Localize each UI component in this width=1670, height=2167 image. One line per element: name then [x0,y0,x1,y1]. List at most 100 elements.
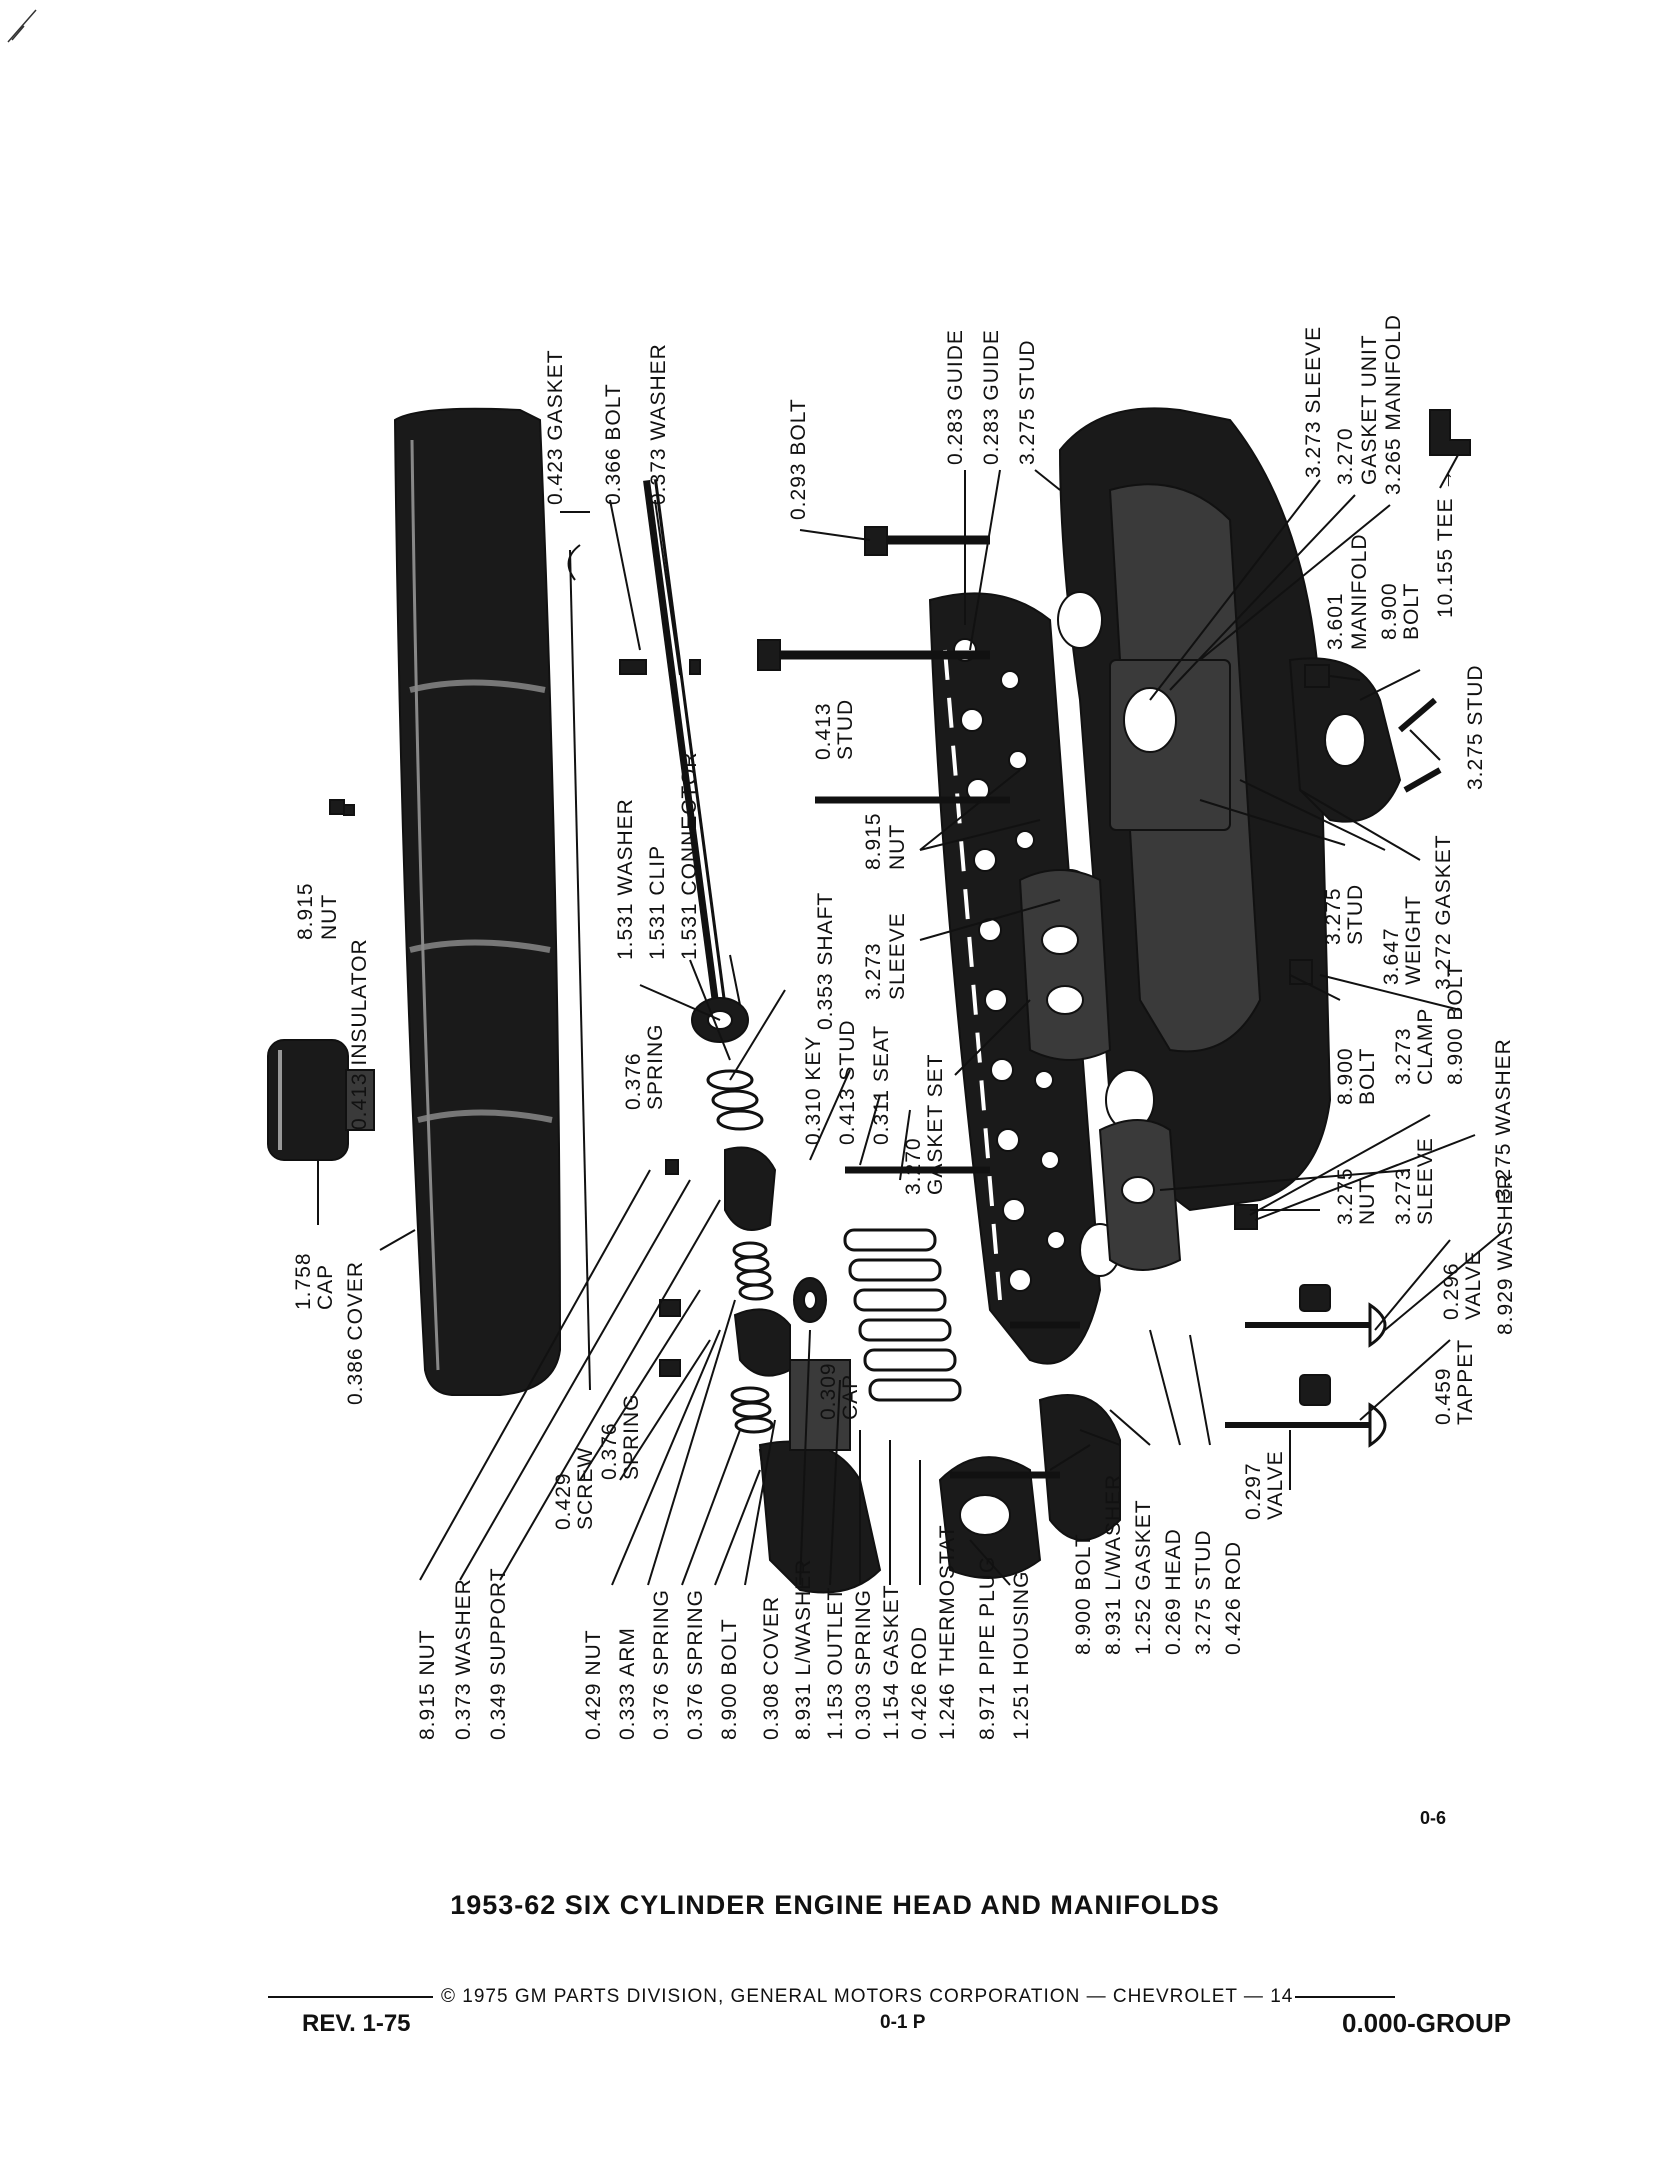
valve-springs [793,1228,962,1402]
callout-label: SPRING [620,1393,643,1480]
callout-label: 3.273 SLEEVE [1302,326,1325,478]
callout-label: 0.366 BOLT [602,383,625,505]
callout-label: 3.275 WASHER [1492,1038,1515,1200]
group-label: 0.000-GROUP [1342,2008,1512,2038]
callout-label: 0.423 GASKET [544,349,567,505]
callout-label: NUT [886,824,909,870]
callout-label: 3.275 STUD [1464,664,1487,790]
callout-label: 0.413 INSULATOR [348,938,371,1130]
callout-label: 0.386 COVER [344,1261,367,1405]
page-number: 0-6 [1420,1808,1447,1828]
callout-label: 3.270 [1334,427,1357,485]
callout-label: 1.531 CLIP [646,845,669,960]
callout-label: WEIGHT [1402,895,1425,985]
callout-label: 0.373 WASHER [452,1578,475,1740]
callout-label: 0.310 KEY [802,1036,825,1145]
callout-label: TAPPET [1454,1339,1477,1425]
sheet-number: 0-1 P [880,2012,926,2033]
callout-label: BOLT [1356,1048,1379,1105]
callout-label: 8.915 [294,882,317,940]
callout-label: 0.349 SUPPORT [487,1567,510,1740]
callout-label: CAP [314,1264,337,1310]
callout-label: 3.647 [1380,927,1403,985]
callout-label: 3.275 [1322,887,1345,945]
callout-label: 0.283 GUIDE [944,329,967,465]
callout-label: MANIFOLD [1348,533,1371,650]
callout-label: 1.252 GASKET [1132,1499,1155,1655]
callout-label: 0.297 [1242,1462,1265,1520]
callout-label: SLEEVE [1414,1137,1437,1225]
callout-label: SLEEVE [886,912,909,1000]
callout-label: 0.296 [1440,1262,1463,1320]
callout-label: 8.971 PIPE PLUG [976,1556,999,1740]
callout-label: STUD [1344,884,1367,945]
callout-label: 8.900 BOLT [1072,1533,1095,1655]
rocker-cover [393,407,562,1396]
callout-label: 0.311 SEAT [870,1025,893,1145]
callout-label: 8.900 [1334,1047,1357,1105]
callout-labels: 0.423 GASKET 0.366 BOLT 0.373 WASHER 0.2… [292,314,1517,1740]
callout-label: 0.309 [817,1362,840,1420]
callout-label: 0.373 WASHER [647,343,670,505]
rule-left [268,1995,433,1998]
callout-label: 3.275 STUD [1016,339,1039,465]
callout-label: 0.376 SPRING [684,1589,707,1740]
callout-label: 0.293 BOLT [787,398,810,520]
callout-label: NUT [318,894,341,940]
callout-label: 0.269 HEAD [1162,1528,1185,1655]
rule-right [1295,1995,1396,1998]
callout-label: 3.265 MANIFOLD [1382,314,1405,495]
callout-label: 0.413 [812,702,835,760]
callout-label: 8.900 BOLT [1444,963,1467,1085]
callout-label: 1.251 HOUSING [1010,1571,1033,1740]
callout-label: GASKET SET [924,1054,947,1196]
callout-label: SCREW [574,1447,597,1530]
callout-label: 1.153 OUTLET [824,1587,847,1740]
callout-label: 0.413 STUD [836,1019,859,1145]
callout-label: 0.429 [552,1472,575,1530]
callout-label: 8.915 [862,812,885,870]
callout-label: 8.931 L/WASHER [1102,1474,1125,1655]
callout-label: 8.900 [1378,582,1401,640]
callout-label: 3.272 GASKET [1432,834,1455,990]
callout-label: CAP [839,1374,862,1420]
water-outlet [758,1359,1121,1594]
revision-label: REV. 1-75 [302,2010,411,2037]
callout-label: 3.275 [1334,1167,1357,1225]
callout-label: 0.376 SPRING [650,1589,673,1740]
callout-label: 0.333 ARM [616,1627,639,1740]
copyright-line: © 1975 GM PARTS DIVISION, GENERAL MOTORS… [268,1986,1396,2008]
callout-label: BOLT [1400,583,1423,640]
callout-label: 1.246 THERMOSTAT [936,1524,959,1740]
callout-label: 8.929 WASHER [1494,1173,1517,1335]
callout-label: 0.376 [622,1052,645,1110]
callout-label: 3.601 [1324,592,1347,650]
callout-label: 1.531 WASHER [614,798,637,960]
callout-label: 8.900 BOLT [718,1618,741,1740]
pen-mark [7,9,37,43]
callout-label: NUT [1356,1179,1379,1225]
callout-label: 3.273 [1392,1027,1415,1085]
callout-label: 8.915 NUT [416,1629,439,1740]
filler-cap [267,1039,375,1161]
callout-label: 0.459 [1432,1367,1455,1425]
callout-label: 1.154 GASKET [880,1584,903,1740]
callout-label: 10.155 TEE → [1434,469,1457,618]
callout-label: 1.531 CONNECTOR [678,752,701,960]
callout-label: 0.376 [598,1422,621,1480]
callout-label: 0.283 GUIDE [980,329,1003,465]
callout-label: 0.429 NUT [582,1629,605,1740]
callout-label: 3.273 [1392,1167,1415,1225]
callout-label: 0.426 ROD [1222,1541,1245,1655]
callout-label: VALVE [1264,1450,1287,1520]
callout-label: 3.270 [902,1137,925,1195]
callout-label: GASKET UNIT [1358,334,1381,485]
callout-label: 0.308 COVER [760,1596,783,1740]
callout-label: CLAMP [1414,1008,1437,1085]
callout-label: SPRING [644,1023,667,1110]
callout-label: 0.303 SPRING [852,1589,875,1740]
leader-lines [317,454,1506,1586]
callout-label: 0.426 ROD [908,1626,931,1740]
callout-label: 3.275 STUD [1192,1529,1215,1655]
